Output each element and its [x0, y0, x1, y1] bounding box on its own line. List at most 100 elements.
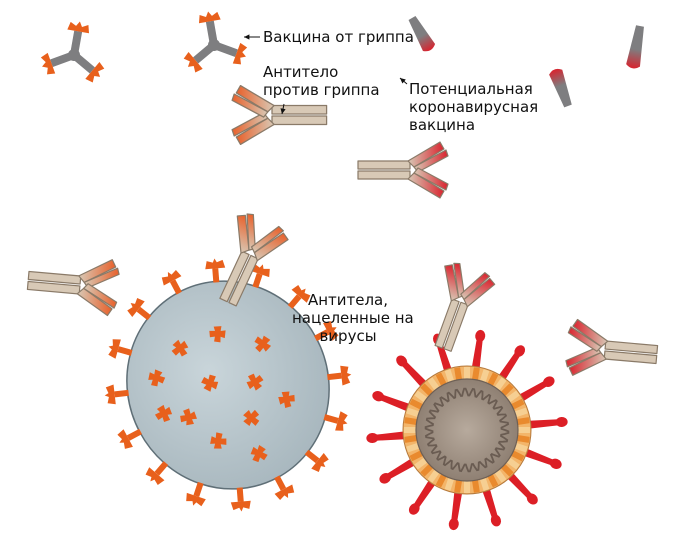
membrane-segment [420, 463, 434, 477]
corona-spike [408, 477, 438, 515]
corona-spike [505, 470, 538, 505]
corona-spike [396, 355, 429, 390]
membrane-segment [427, 469, 440, 483]
flu-vaccine-molecule [183, 11, 248, 73]
membrane-segment [506, 390, 520, 403]
membrane-segment [406, 442, 420, 453]
flu-spike [145, 461, 169, 486]
corona-spike [471, 329, 486, 372]
antibody [434, 262, 496, 352]
antibody [357, 141, 449, 199]
antibody [219, 213, 289, 307]
flu-spike [304, 449, 329, 473]
membrane-segment [479, 369, 490, 383]
membrane-segment [414, 390, 428, 403]
membrane-segment [404, 435, 418, 443]
membrane-segment [494, 469, 507, 483]
virus-antibodies-label: Антитела, нацеленные на вирусы [292, 291, 414, 345]
flu-spike [205, 258, 226, 283]
membrane-segment [420, 383, 434, 397]
flu-surface-protein [278, 391, 295, 409]
flu-surface-protein [250, 445, 268, 463]
membrane-segment [518, 427, 530, 433]
flu-spike [323, 411, 348, 431]
rna-strand [424, 387, 510, 473]
flu-surface-protein [201, 374, 219, 392]
corona-spike [526, 416, 568, 429]
membrane-segment [464, 481, 470, 493]
flu-surface-protein [209, 326, 226, 343]
flu-surface-protein [246, 373, 264, 391]
coronavirus-virion [366, 329, 568, 531]
membrane-segment [454, 367, 462, 381]
membrane-segment [487, 474, 499, 488]
corona-spike [448, 488, 463, 531]
membrane-segment [404, 417, 418, 425]
corona-spike [496, 345, 526, 383]
flu-spike [327, 365, 352, 386]
coronavirus-vaccine-molecule [549, 68, 572, 108]
corona-spike [516, 376, 555, 403]
flu-antibody-label-line2: против гриппа [263, 81, 380, 99]
membrane-segment [435, 474, 447, 488]
corona-vaccine-label: Потенциальная коронавирусная вакцина [409, 80, 538, 134]
membrane-segment [414, 457, 428, 470]
membrane-segment [494, 377, 507, 391]
membrane-segment [409, 450, 423, 462]
membrane-segment [516, 417, 530, 425]
corona-vaccine-label-line3: вакцина [409, 116, 476, 134]
pointer-arrow [244, 34, 260, 40]
flu-surface-protein [171, 339, 189, 357]
flu-antibody-label-line1: Антитело [263, 63, 339, 81]
pointer-arrow [280, 103, 286, 115]
membrane-segment [506, 457, 520, 470]
membrane-segment [511, 398, 525, 410]
flu-vaccine-molecule [40, 21, 105, 83]
membrane-segment [409, 398, 423, 410]
corona-spike [521, 447, 562, 469]
flu-surface-protein [180, 408, 197, 426]
corona-spike [372, 391, 413, 413]
flu-surface-protein [148, 369, 166, 387]
flu-spike [127, 297, 152, 321]
membrane-segment [516, 435, 530, 443]
membrane-segment [514, 442, 528, 453]
membrane-segment [464, 367, 470, 379]
flu-spike [287, 284, 311, 309]
membrane-segment [500, 383, 514, 397]
flu-spike [250, 263, 270, 289]
flu-spike [186, 481, 206, 507]
flu-spike [314, 321, 339, 342]
antibody [565, 318, 659, 376]
virus-antibodies-label-line3: вирусы [319, 327, 377, 345]
membrane-segment [435, 372, 447, 386]
corona-spike [379, 457, 418, 484]
membrane-segment [479, 477, 490, 491]
flu-spike [230, 487, 251, 512]
flu-spike [161, 269, 182, 295]
flu-spike [274, 475, 295, 501]
virus-antibodies-label-line1: Антитела, [307, 291, 389, 309]
membrane-segment [427, 377, 440, 391]
flu-antibody-label: Антитело против гриппа [263, 63, 380, 99]
flu-spike [117, 428, 142, 449]
membrane-segment [406, 407, 420, 418]
flu-spike [108, 339, 133, 359]
flu-surface-protein [254, 335, 272, 353]
corona-spike [481, 485, 502, 527]
membrane-segment [472, 479, 480, 493]
membrane-segment [511, 450, 525, 462]
membrane-segment [487, 372, 499, 386]
membrane-segment [514, 407, 528, 418]
membrane-segment [500, 463, 514, 477]
virus-antibodies-label-line2: нацеленные на [292, 309, 414, 327]
corona-vaccine-label-line2: коронавирусная [409, 98, 539, 116]
membrane-segment [444, 369, 455, 383]
corona-spike [366, 431, 408, 444]
coronavirus-vaccine-molecule [626, 25, 644, 69]
flu-surface-protein [243, 409, 260, 427]
antibody [231, 84, 328, 146]
membrane-segment [444, 477, 455, 491]
influenza-virion [104, 258, 352, 512]
